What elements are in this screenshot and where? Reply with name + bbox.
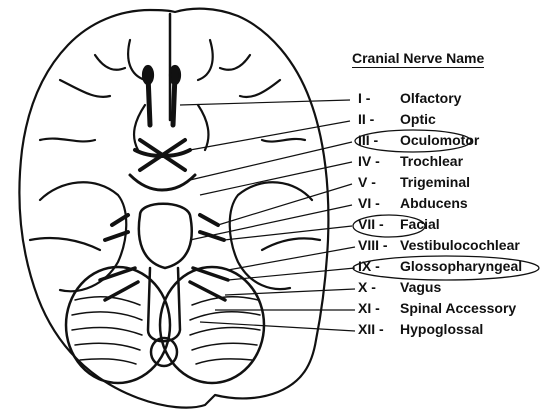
nerve-name: Spinal Accessory (400, 300, 516, 316)
nerve-name: Facial (400, 216, 440, 232)
legend-title: Cranial Nerve Name (352, 50, 484, 68)
nerve-row: III -Oculomotor (358, 132, 479, 148)
cerebellum-left (66, 267, 170, 383)
nerve-numeral: IX - (358, 258, 398, 274)
nerve-name: Glossopharyngeal (400, 258, 522, 274)
nerve-numeral: VII - (358, 216, 398, 232)
nerve-row: V -Trigeminal (358, 174, 470, 190)
leader-line-oculomotor (190, 142, 352, 180)
gyrus-line (95, 55, 125, 70)
gyrus-line (40, 139, 95, 142)
nerve-name: Trochlear (400, 153, 463, 169)
nerve-row: VI -Abducens (358, 195, 468, 211)
leader-line-optic (190, 121, 350, 150)
nerve-numeral: X - (358, 279, 398, 295)
pons (139, 204, 192, 268)
olfactory-bulb-left (143, 66, 153, 84)
leader-line-vagus (225, 289, 355, 295)
gyrus-line (60, 80, 110, 97)
gyrus-line (220, 55, 250, 70)
nerve-row: II -Optic (358, 111, 436, 127)
nerve-name: Optic (400, 111, 436, 127)
nerve-row: X -Vagus (358, 279, 441, 295)
nerve-name: Olfactory (400, 90, 461, 106)
nerve-row: XI -Spinal Accessory (358, 300, 516, 316)
olfactory-bulb-right (170, 66, 180, 84)
nerve-numeral: II - (358, 111, 398, 127)
leader-line-vestibulocochlear (228, 247, 355, 270)
nerve-row: I -Olfactory (358, 90, 461, 106)
gyrus-line (240, 80, 280, 97)
gyrus-line (30, 238, 100, 250)
nerve-numeral: V - (358, 174, 398, 190)
nerve-name: Hypoglossal (400, 321, 483, 337)
nerve-name: Abducens (400, 195, 468, 211)
gyrus-line (262, 139, 305, 142)
leader-line-trigeminal (218, 184, 352, 225)
nerve-numeral: I - (358, 90, 398, 106)
gyrus-line (198, 105, 209, 150)
leader-line-hypoglossal (200, 322, 355, 331)
nerve-row: XII -Hypoglossal (358, 321, 483, 337)
nerve-row: IV -Trochlear (358, 153, 463, 169)
optic-chiasm (135, 140, 190, 170)
leader-line-trochlear (200, 162, 352, 195)
nerve-row: VII -Facial (358, 216, 440, 232)
nerve-name: Trigeminal (400, 174, 470, 190)
nerve-row: IX -Glossopharyngeal (358, 258, 522, 274)
gyrus-line (262, 238, 320, 250)
optic-tract (130, 175, 195, 190)
nerve-numeral: IV - (358, 153, 398, 169)
nerve-numeral: XI - (358, 300, 398, 316)
leader-line-olfactory (180, 100, 350, 105)
nerve-numeral: XII - (358, 321, 398, 337)
nerve-row: VIII -Vestibulocochlear (358, 237, 520, 253)
nerve-name: Vestibulocochlear (400, 237, 520, 253)
nerve-numeral: VI - (358, 195, 398, 211)
nerve-numeral: VIII - (358, 237, 398, 253)
nerve-name: Oculomotor (400, 132, 479, 148)
nerve-numeral: III - (358, 132, 398, 148)
gyrus-line (198, 40, 213, 80)
nerve-name: Vagus (400, 279, 441, 295)
